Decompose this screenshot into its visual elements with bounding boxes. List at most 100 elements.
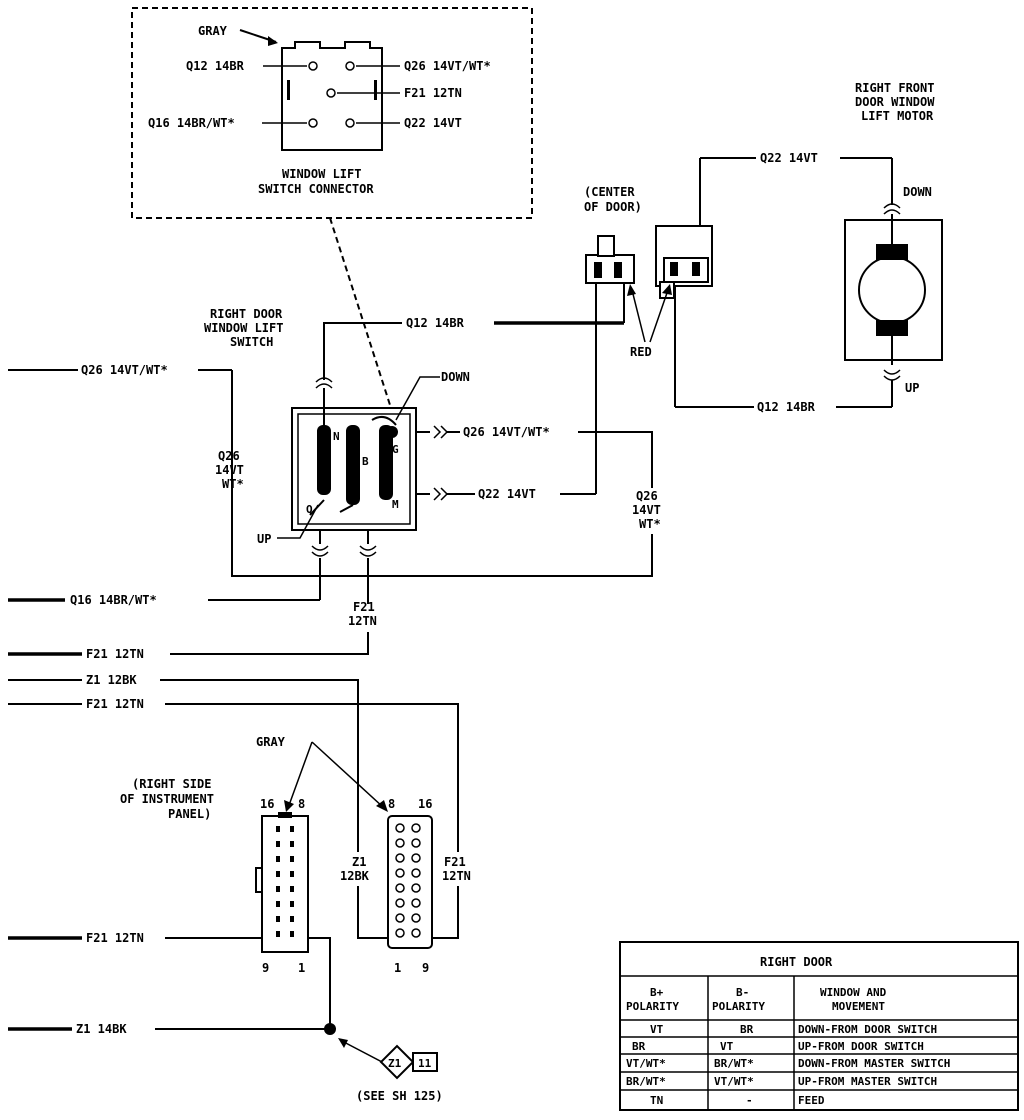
window-lift-motor: RIGHT FRONT DOOR WINDOW LIFT MOTOR DOWN … — [675, 81, 943, 414]
f21-left-2-label: F21 12TN — [86, 697, 144, 711]
legend-cell-r0-c2: DOWN-FROM DOOR SWITCH — [798, 1023, 937, 1036]
instrument-panel-connectors: GRAY (RIGHT SIDE OF INSTRUMENT PANEL) 16… — [120, 735, 433, 975]
pin-f21-label: F21 12TN — [404, 86, 462, 100]
pin-q26-label: Q26 14VT/WT* — [404, 59, 491, 73]
switch-term-g: G — [392, 443, 399, 456]
legend-title: RIGHT DOOR — [760, 955, 833, 969]
ip-left-cavity — [290, 916, 294, 922]
center-door-label-1: (CENTER — [584, 185, 635, 199]
legend-header-b-minus-1: B- — [736, 986, 749, 999]
ip-left-cavity — [290, 871, 294, 877]
ip-right-cavity — [395, 883, 405, 893]
switch-connector-body — [281, 41, 383, 151]
f21-vert-b2: 12TN — [442, 869, 471, 883]
pin-q22-label: Q22 14VT — [404, 116, 462, 130]
ip-left-cavity — [276, 886, 280, 892]
ip-left-cavity — [290, 901, 294, 907]
ref-tag-id: Z1 — [388, 1057, 402, 1070]
switch-q12-label: Q12 14BR — [406, 316, 465, 330]
ip-left-cavity — [276, 826, 280, 832]
ip-right-cavity — [411, 913, 421, 923]
ip-location-1: (RIGHT SIDE — [132, 777, 211, 791]
ip-right-cavity — [395, 928, 405, 938]
ip-right-cavity — [395, 913, 405, 923]
switch-title-2: WINDOW LIFT — [204, 321, 283, 335]
legend-header-movement-2: MOVEMENT — [832, 1000, 885, 1013]
switch-term-n: N — [333, 430, 340, 443]
z1-left-1-label: Z1 12BK — [86, 673, 137, 687]
ip-left-cavity — [290, 931, 294, 937]
q26-left-vert-2: 14VT — [215, 463, 244, 477]
ip-right-cavity — [411, 838, 421, 848]
connector-title-2: SWITCH CONNECTOR — [258, 182, 374, 196]
door-window-switch: RIGHT DOOR WINDOW LIFT SWITCH N B G M Q … — [8, 307, 661, 600]
switch-term-m: M — [392, 498, 399, 511]
ip-location-2: OF INSTRUMENT — [120, 792, 214, 806]
switch-q22-out-label: Q22 14VT — [478, 487, 536, 501]
legend-cell-r0-c1: BR — [740, 1023, 754, 1036]
ip-right-pin1: 1 — [394, 961, 401, 975]
pin-q16-label: Q16 14BR/WT* — [148, 116, 235, 130]
ip-left-cavity — [276, 901, 280, 907]
ip-left-cavity — [276, 871, 280, 877]
f21-left-3-label: F21 12TN — [86, 931, 144, 945]
q26-left-vert-1: Q26 — [218, 449, 240, 463]
switch-down-label: DOWN — [441, 370, 470, 384]
ip-left-cavity — [276, 856, 280, 862]
pin-q12-label: Q12 14BR — [186, 59, 245, 73]
center-door-label-2: OF DOOR) — [584, 200, 642, 214]
ip-left-cavity — [290, 826, 294, 832]
ip-right-cavity — [395, 838, 405, 848]
legend-cell-r4-c2: FEED — [798, 1094, 825, 1107]
connector-detail: GRAY Q12 14BR Q26 14VT/WT* F21 12TN Q16 … — [131, 7, 533, 219]
connector-title-1: WINDOW LIFT — [282, 167, 361, 181]
ip-right-cavity — [411, 898, 421, 908]
legend-cell-r3-c2: UP-FROM MASTER SWITCH — [798, 1075, 937, 1088]
ip-left-cavity — [276, 841, 280, 847]
q26-left-vert-3: WT* — [222, 477, 244, 491]
q26-right-vert-1: Q26 — [636, 489, 658, 503]
ref-tag-num: 11 — [418, 1057, 432, 1070]
motor-q12-label: Q12 14BR — [757, 400, 816, 414]
motor-q22-label: Q22 14VT — [760, 151, 818, 165]
z1-vert-1: Z1 — [352, 855, 366, 869]
ip-right-pin16: 16 — [418, 797, 432, 811]
legend-cell-r3-c0: BR/WT* — [626, 1075, 666, 1088]
switch-term-b: B — [362, 455, 369, 468]
ip-right-cavity — [395, 868, 405, 878]
ip-right-cavity — [411, 928, 421, 938]
f21-vert-1: F21 — [353, 600, 375, 614]
z1-left-2-label: Z1 14BK — [76, 1022, 127, 1036]
legend-cell-r1-c0: BR — [632, 1040, 646, 1053]
connector-color-label: GRAY — [198, 24, 228, 38]
legend-cell-r1-c1: VT — [720, 1040, 734, 1053]
ip-left-cavity — [290, 886, 294, 892]
motor-up-label: UP — [905, 381, 919, 395]
red-wire-label: RED — [630, 345, 652, 359]
center-door-connectors: (CENTER OF DOOR) RED — [584, 158, 713, 494]
q26-left-label: Q26 14VT/WT* — [81, 363, 168, 377]
ip-right-cavity — [411, 853, 421, 863]
switch-q26-out-label: Q26 14VT/WT* — [463, 425, 550, 439]
legend-cell-r0-c0: VT — [650, 1023, 664, 1036]
f21-vert-2: 12TN — [348, 614, 377, 628]
ip-connector-left — [261, 815, 309, 953]
q16-left-label: Q16 14BR/WT* — [70, 593, 157, 607]
legend-header-b-plus-2: POLARITY — [626, 1000, 679, 1013]
ip-connector-right — [387, 815, 433, 949]
motor-title-1: RIGHT FRONT — [855, 81, 934, 95]
ip-location-3: PANEL) — [168, 807, 211, 821]
ip-right-cavity — [395, 898, 405, 908]
ip-left-pin8: 8 — [298, 797, 305, 811]
motor-title-2: DOOR WINDOW — [855, 95, 935, 109]
legend-cell-r4-c1: - — [746, 1094, 753, 1107]
legend-cell-r2-c2: DOWN-FROM MASTER SWITCH — [798, 1057, 950, 1070]
f21-vert-b1: F21 — [444, 855, 466, 869]
ip-right-cavity — [395, 853, 405, 863]
legend-cell-r2-c1: BR/WT* — [714, 1057, 754, 1070]
ip-left-cavity — [290, 841, 294, 847]
connector-detail-frame — [131, 7, 533, 219]
motor-down-label: DOWN — [903, 185, 932, 199]
q26-right-vert-2: 14VT — [632, 503, 661, 517]
